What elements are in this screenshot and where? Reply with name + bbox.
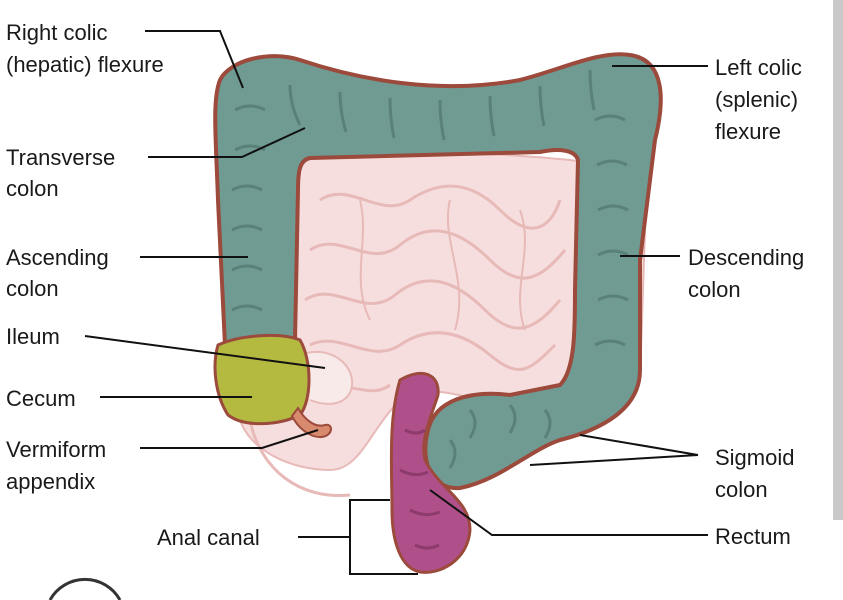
label-descending-colon: Descending colon [688,245,804,302]
label-left-colic-flexure: Left colic (splenic) flexure [715,55,802,144]
label-text: flexure [715,119,781,144]
label-text: colon [715,477,768,502]
cecum [213,333,311,426]
label-text: Descending [688,245,804,270]
label-text: Vermiform [6,437,106,462]
colon [213,52,663,491]
label-text: colon [6,276,59,301]
label-text: colon [6,176,59,201]
label-text: (hepatic) flexure [6,52,164,77]
partial-circle-icon [48,577,122,600]
label-ascending-colon: Ascending colon [6,245,109,301]
label-anal-canal: Anal canal [157,525,260,550]
label-text: (splenic) [715,87,798,112]
vermiform-appendix [290,406,332,439]
label-right-colic-flexure: Right colic (hepatic) flexure [6,20,164,77]
rectum [389,371,472,574]
label-text: appendix [6,469,95,494]
label-rectum: Rectum [715,524,791,549]
label-ileum: Ileum [6,324,60,349]
label-text: colon [688,277,741,302]
label-text: Ascending [6,245,109,270]
label-transverse-colon: Transverse colon [6,145,115,201]
label-text: Sigmoid [715,445,794,470]
label-text: Right colic [6,20,107,45]
label-cecum: Cecum [6,386,76,411]
label-sigmoid-colon: Sigmoid colon [715,445,794,502]
label-text: Transverse [6,145,115,170]
label-text: Left colic [715,55,802,80]
label-vermiform-appendix: Vermiform appendix [6,437,106,494]
leader-lines [84,30,708,575]
ileum [299,350,354,405]
scrollbar-edge [833,0,843,520]
